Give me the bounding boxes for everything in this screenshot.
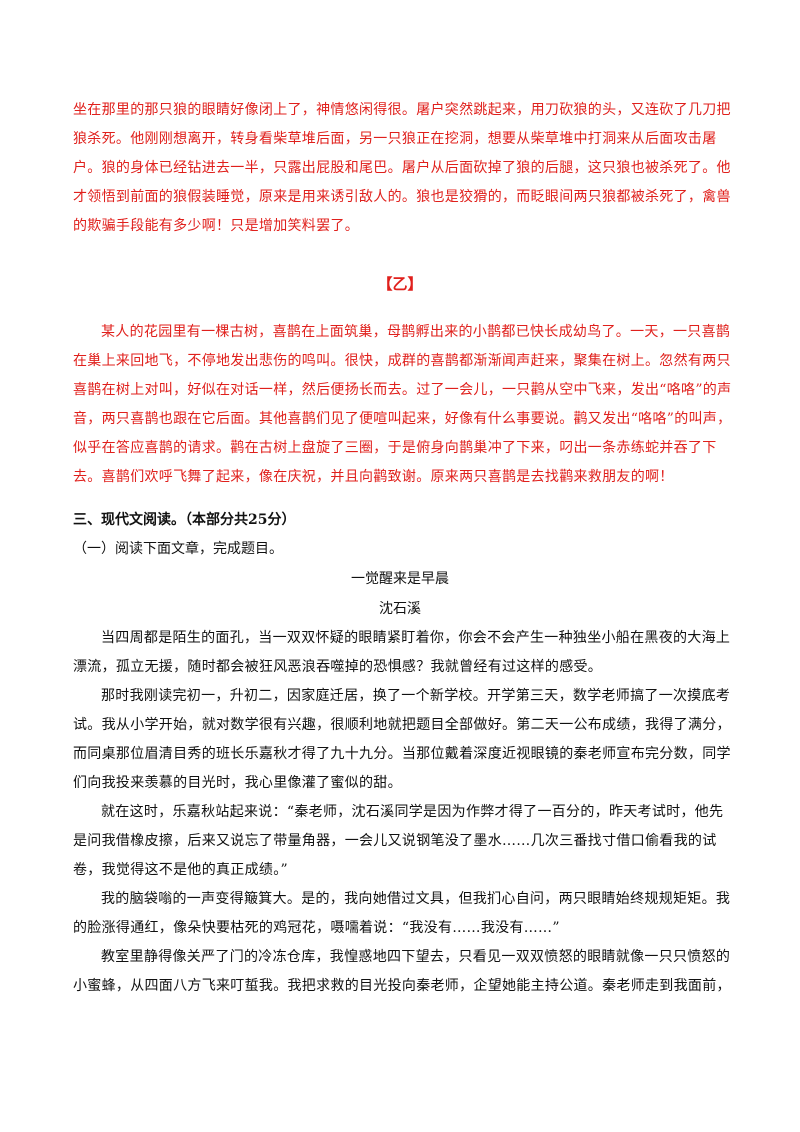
essay-body: 当四周都是陌生的面孔，当一双双怀疑的眼睛紧盯着你，你会不会产生一种独坐小船在黑夜… — [73, 624, 733, 1001]
essay-title: 一觉醒来是早晨 — [351, 571, 449, 587]
essay-paragraph: 我的脑袋嗡的一声变得簸箕大。是的，我向她借过文具，但我扪心自问，两只眼睛始终规规… — [73, 891, 731, 936]
jia-translation: 坐在那里的那只狼的眼睛好像闭上了，神情悠闲得很。屠户突然跳起来，用刀砍狼的头，又… — [73, 102, 731, 234]
yi-translation: 某人的花园里有一棵古树，喜鹊在上面筑巢，母鹊孵出来的小鹊都已快长成幼鸟了。一天，… — [73, 324, 732, 485]
section-heading: 三、现代文阅读。（本部分共25分） — [73, 512, 296, 528]
essay-paragraph: 那时我刚读完初一，升初二，因家庭迁居，换了一个新学校。开学第三天，数学老师搞了一… — [73, 688, 731, 791]
essay-author: 沈石溪 — [379, 601, 421, 617]
essay-paragraph: 当四周都是陌生的面孔，当一双双怀疑的眼睛紧盯着你，你会不会产生一种独坐小船在黑夜… — [73, 630, 731, 675]
sub-heading: （一）阅读下面文章，完成题目。 — [73, 541, 283, 557]
essay-paragraph: 就在这时，乐嘉秋站起来说：“秦老师，沈石溪同学是因为作弊才得了一百分的，昨天考试… — [73, 804, 724, 878]
essay-paragraph: 教室里静得像关严了门的冷冻仓库，我惶惑地四下望去，只看见一双双愤怒的眼睛就像一只… — [73, 949, 731, 994]
yi-heading: 【乙】 — [377, 275, 423, 293]
